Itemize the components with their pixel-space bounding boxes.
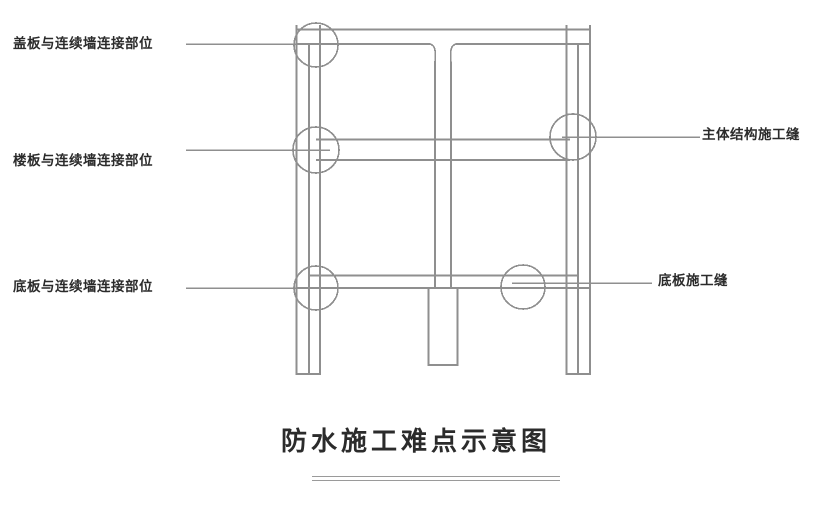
callout-label-main-structure-joint: 主体结构施工缝	[702, 127, 800, 143]
figure-title: 防水施工难点示意图	[280, 427, 551, 457]
callout-label-floor-slab-joint: 楼板与连续墙连接部位	[13, 153, 153, 169]
callout-label-top-slab-joint: 盖板与连续墙连接部位	[13, 36, 153, 52]
floor-slab	[316, 138, 570, 161]
callout-label-base-slab-construction-joint: 底板施工缝	[658, 273, 728, 289]
callout-label-base-slab-joint: 底板与连续墙连接部位	[13, 279, 153, 295]
top-slab	[296, 28, 590, 45]
title-underline	[312, 476, 560, 481]
base-slab	[296, 274, 590, 289]
top-slab-joint-circle	[293, 22, 339, 68]
base-slab-construction-joint-circle	[500, 264, 546, 310]
center-column-footing	[427, 288, 459, 366]
center-column	[429, 43, 457, 288]
